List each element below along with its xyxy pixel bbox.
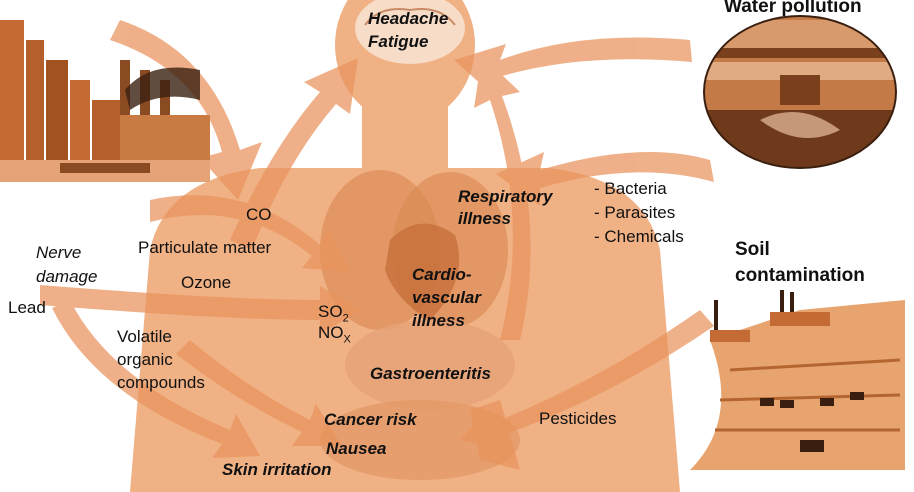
respiratory-label-1: Respiratory [458,186,552,207]
nerve-damage-label-2: damage [36,266,97,288]
nausea-label: Nausea [326,438,386,459]
cancer-risk-label: Cancer risk [324,409,417,430]
gastroenteritis-label: Gastroenteritis [370,363,491,384]
nox-subscript: X [344,333,351,345]
parasites-label: - Parasites [594,202,675,223]
particulate-matter-label: Particulate matter [138,237,271,258]
co-label: CO [246,204,272,225]
soil-title-line2: contamination [735,264,865,287]
nox-label: NOX [318,322,351,350]
voc-label-2: organic [117,349,173,370]
skin-irritation-label: Skin irritation [222,459,332,480]
soil-title-line1: Soil [735,238,770,261]
chemicals-label: - Chemicals [594,226,684,247]
voc-label-3: compounds [117,372,205,393]
nerve-damage-label-1: Nerve [36,242,81,264]
city-illustration [0,20,210,182]
soil-contamination-illustration [690,290,905,470]
lead-label: Lead [8,297,46,318]
pesticides-label: Pesticides [539,408,616,429]
fatigue-label: Fatigue [368,31,428,52]
bacteria-label: - Bacteria [594,178,667,199]
cardio-label-1: Cardio- [412,264,472,285]
cardio-label-3: illness [412,310,465,331]
voc-label-1: Volatile [117,326,172,347]
cardio-label-2: vascular [412,287,481,308]
water-pollution-title: Water pollution [724,0,862,18]
respiratory-label-2: illness [458,208,511,229]
headache-label: Headache [368,8,448,29]
ozone-label: Ozone [181,272,231,293]
water-pollution-illustration [700,16,900,170]
